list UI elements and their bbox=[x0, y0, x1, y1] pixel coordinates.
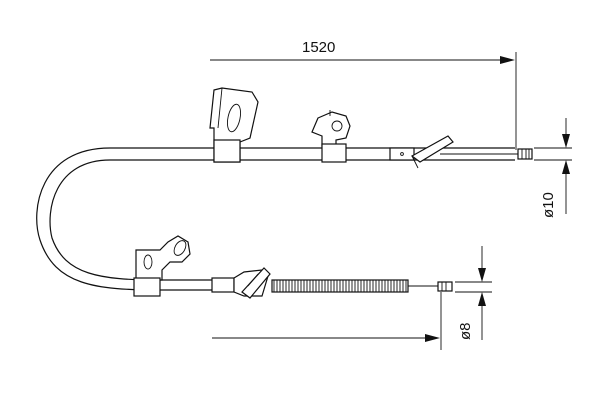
bottom-bracket bbox=[133, 235, 191, 297]
bottom-sleeve bbox=[211, 277, 235, 293]
bottom-boot-ribs bbox=[273, 280, 407, 292]
top-sleeve bbox=[389, 147, 415, 161]
length-dimension-arrow bbox=[500, 56, 515, 64]
length-dimension: 1520 bbox=[210, 39, 517, 150]
diameter-bottom-dimension: ø8 bbox=[455, 246, 492, 340]
bottom-end-nipple-ribs bbox=[441, 282, 447, 291]
middle-clip bbox=[311, 110, 351, 163]
diameter-bottom-extension-lines bbox=[455, 281, 492, 293]
top-end-fitting bbox=[389, 135, 533, 169]
lower-reference bbox=[212, 292, 442, 350]
diameter-bottom-label: ø8 bbox=[457, 322, 474, 340]
length-dimension-label: 1520 bbox=[302, 39, 335, 56]
top-bracket-slot bbox=[226, 103, 242, 133]
bottom-bracket-slot bbox=[143, 254, 153, 270]
top-bracket bbox=[209, 87, 259, 163]
bottom-end-fitting bbox=[211, 267, 453, 299]
diameter-top-arrow-up bbox=[562, 160, 570, 174]
lower-reference-arrow bbox=[425, 334, 440, 342]
top-end-nipple-ribs bbox=[521, 149, 530, 159]
bottom-bracket-hole bbox=[173, 240, 187, 256]
top-bracket-clamp bbox=[213, 139, 241, 163]
diameter-top-label: ø10 bbox=[540, 192, 557, 218]
diameter-bottom-arrow-up bbox=[478, 292, 486, 306]
cable-loop-inner bbox=[49, 159, 161, 281]
diameter-top-extension-lines bbox=[534, 147, 572, 161]
top-sleeve-dot bbox=[400, 152, 404, 156]
middle-clip-clamp bbox=[321, 143, 347, 163]
top-end-nipple bbox=[517, 148, 533, 160]
bottom-bracket-clamp bbox=[133, 277, 161, 297]
diameter-top-arrow-down bbox=[562, 134, 570, 148]
middle-clip-hole bbox=[331, 120, 343, 132]
bottom-angled-bracket-edge bbox=[247, 273, 259, 287]
cable-outer-routing bbox=[36, 147, 515, 291]
cable-loop-outer bbox=[36, 147, 161, 291]
middle-clip-body bbox=[311, 111, 351, 147]
bottom-end-nipple bbox=[437, 281, 453, 292]
diameter-bottom-arrow-down bbox=[478, 268, 486, 282]
top-angled-bracket bbox=[410, 135, 454, 163]
top-angled-bracket-leg bbox=[411, 155, 419, 169]
top-bracket-edge bbox=[217, 87, 223, 129]
diameter-top-dimension: ø10 bbox=[534, 118, 572, 218]
bottom-bracket-body bbox=[135, 235, 191, 281]
